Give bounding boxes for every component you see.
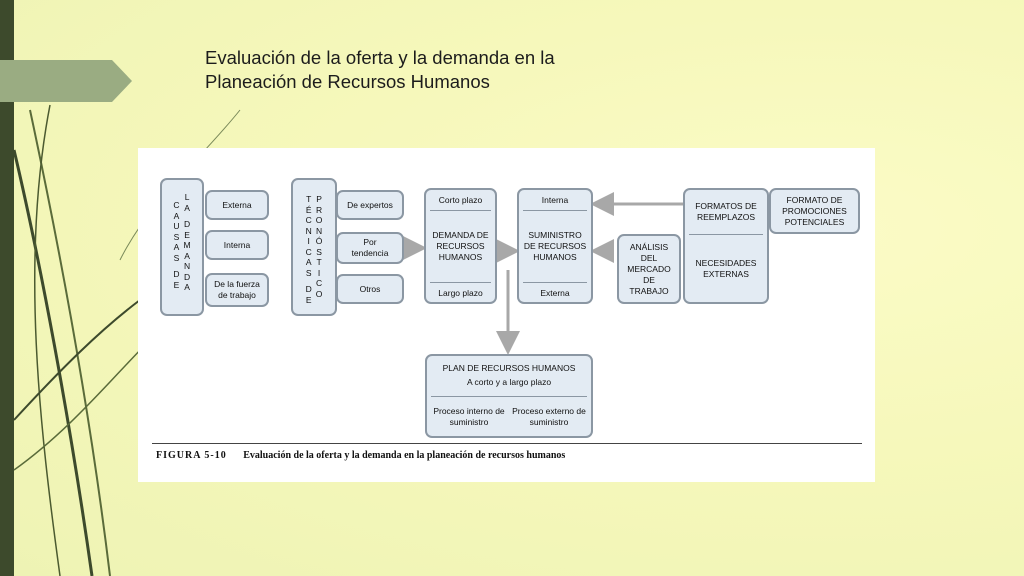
tecnica-tendencia-label: Por tendencia xyxy=(351,237,389,258)
analisis-mercado-box: ANÁLISIS DEL MERCADO DE TRABAJO xyxy=(617,234,681,304)
formatos-box: FORMATOS DE REEMPLAZOS NECESIDADES EXTER… xyxy=(683,188,769,304)
slide-title: Evaluación de la oferta y la demanda en … xyxy=(205,46,725,94)
necesidades-externas-label: NECESIDADES EXTERNAS xyxy=(695,258,757,279)
causa-interna-label: Interna xyxy=(223,239,251,250)
title-tab-arrow xyxy=(0,60,132,102)
title-line-2: Planeación de Recursos Humanos xyxy=(205,71,490,92)
promociones-label: FORMATO DE PROMOCIONES POTENCIALES xyxy=(782,194,847,227)
plan-proceso-externo: Proceso externo de suministro xyxy=(512,406,586,427)
tecnica-otros-label: Otros xyxy=(359,283,381,294)
decorative-swoosh xyxy=(12,104,241,576)
demanda-corto-plazo: Corto plazo xyxy=(438,194,483,205)
suministro-title: SUMINISTRO DE RECURSOS HUMANOS xyxy=(523,229,587,262)
causa-fuerza-box: De la fuerza de trabajo xyxy=(205,273,269,307)
figure-caption: FIGURA 5-10 Evaluación de la oferta y la… xyxy=(156,450,565,461)
title-line-1: Evaluación de la oferta y la demanda en … xyxy=(205,47,555,68)
causa-fuerza-label: De la fuerza de trabajo xyxy=(214,279,260,300)
caption-text: Evaluación de la oferta y la demanda en … xyxy=(243,450,566,461)
demanda-largo-plazo: Largo plazo xyxy=(438,287,483,298)
tecnica-expertos-box: De expertos xyxy=(336,190,404,220)
plan-title: PLAN DE RECURSOS HUMANOS xyxy=(442,362,576,373)
left-accent-bar xyxy=(0,0,14,576)
formatos-reemplazos-label: FORMATOS DE REEMPLAZOS xyxy=(695,201,757,222)
suministro-interna: Interna xyxy=(541,194,569,205)
demanda-title: DEMANDA DE RECURSOS HUMANOS xyxy=(432,229,489,262)
suministro-externa: Externa xyxy=(540,287,570,298)
tecnica-tendencia-box: Por tendencia xyxy=(336,232,404,264)
causa-externa-box: Externa xyxy=(205,190,269,220)
causa-interna-box: Interna xyxy=(205,230,269,260)
suministro-box: Interna SUMINISTRO DE RECURSOS HUMANOS E… xyxy=(517,188,593,304)
caption-label: FIGURA 5-10 xyxy=(156,450,227,461)
promociones-box: FORMATO DE PROMOCIONES POTENCIALES xyxy=(769,188,860,234)
analisis-mercado-label: ANÁLISIS DEL MERCADO DE TRABAJO xyxy=(627,241,671,296)
arrow-layer xyxy=(403,192,683,355)
caption-rule xyxy=(152,443,862,444)
plan-proceso-interno: Proceso interno de suministro xyxy=(433,406,505,427)
causa-externa-label: Externa xyxy=(222,199,252,210)
tecnica-otros-box: Otros xyxy=(336,274,404,304)
tecnica-expertos-label: De expertos xyxy=(347,199,393,210)
plan-box: PLAN DE RECURSOS HUMANOS A corto y a lar… xyxy=(425,354,593,438)
demanda-box: Corto plazo DEMANDA DE RECURSOS HUMANOS … xyxy=(424,188,497,304)
plan-subtitle: A corto y a largo plazo xyxy=(466,376,552,387)
